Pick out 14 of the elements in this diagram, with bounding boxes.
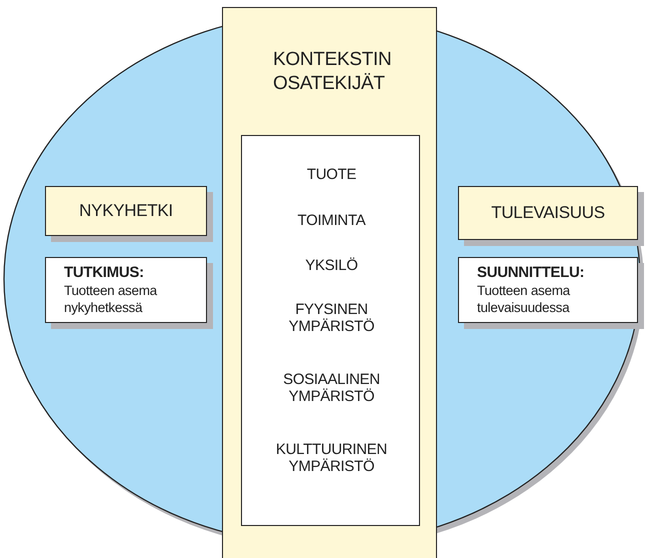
time-heading: NYKYHETKI bbox=[79, 201, 173, 221]
activity-description: Tuotteen asema tulevaisuudessa bbox=[477, 282, 572, 316]
factor-label: FYYSINEN YMPÄRISTÖ bbox=[288, 301, 376, 335]
activity-title: TUTKIMUS: bbox=[64, 264, 145, 282]
factor-label: YKSILÖ bbox=[304, 257, 359, 274]
factor-label: SOSIAALINEN YMPÄRISTÖ bbox=[282, 371, 381, 405]
factor-label: KULTTUURINEN YMPÄRISTÖ bbox=[274, 441, 388, 475]
factor-label: TUOTE bbox=[306, 166, 358, 183]
time-heading: TULEVAISUUS bbox=[491, 203, 605, 223]
band-heading: KONTEKSTIN OSATEKIJÄT bbox=[273, 48, 388, 96]
activity-title: SUUNNITTELU: bbox=[477, 264, 586, 282]
factor-list-box bbox=[241, 135, 420, 526]
activity-description: Tuotteen asema nykyhetkessä bbox=[64, 282, 158, 316]
factor-label: TOIMINTA bbox=[296, 212, 367, 229]
